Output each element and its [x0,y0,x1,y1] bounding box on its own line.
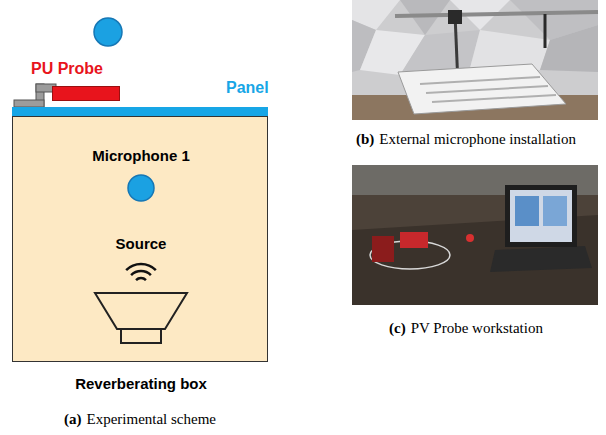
photo-probe-workstation [352,165,598,305]
panel-stripe [426,86,548,93]
box-label: Reverberating box [75,375,207,393]
microphone-boom [395,12,598,16]
screen-content [515,196,539,226]
speaker-cone [95,293,187,329]
photo-background [352,0,598,120]
photo-background [352,165,598,305]
screen-content [543,196,567,226]
acoustic-tile [470,30,550,70]
sound-wave [136,278,146,280]
caption-c: (c) PV Probe workstation [389,319,543,337]
mount-clamp [448,10,462,24]
reverberating-box: Microphone 1SourceReverberating box [12,116,268,362]
probe-label: PU Probe [31,60,103,78]
microphone-rod [544,14,547,48]
analyzer-box [372,236,394,262]
panel-letter: (b) [356,130,374,148]
stand-foot [14,100,44,107]
pu-probe: PU Probe [52,86,120,101]
panel-letter: (c) [389,319,406,337]
indicator [466,234,474,242]
test-panel [398,64,566,114]
microphone-circle [128,175,154,201]
microphone-symbol [126,173,156,203]
probe-conditioner [400,232,428,248]
panel-bar: Panel [12,107,268,116]
sound-wave [131,271,151,275]
caption-b: (b) External microphone installation [356,130,576,148]
panel-label: Panel [226,79,269,97]
laptop-screen [505,185,577,247]
caption-text: PV Probe workstation [411,319,543,337]
external-microphone [94,18,122,46]
sound-wave [126,264,156,270]
panel-stripe [420,77,540,84]
photo-external-microphone [352,0,598,120]
microphone-label: Microphone 1 [92,147,190,165]
screen-content [510,190,572,242]
caption-text: Experimental scheme [86,410,216,428]
panel-stripe [432,95,556,102]
laptop-base [490,246,592,272]
source-label: Source [116,235,167,253]
source-node: Source [91,235,191,347]
caption-a: (a)Experimental scheme [64,410,216,428]
speaker-magnet [121,329,161,343]
acoustic-tile [540,25,598,72]
microphone-node: Microphone 1 [81,141,201,205]
caption-text: External microphone installation [379,130,576,148]
panel-letter: (a) [64,410,82,428]
